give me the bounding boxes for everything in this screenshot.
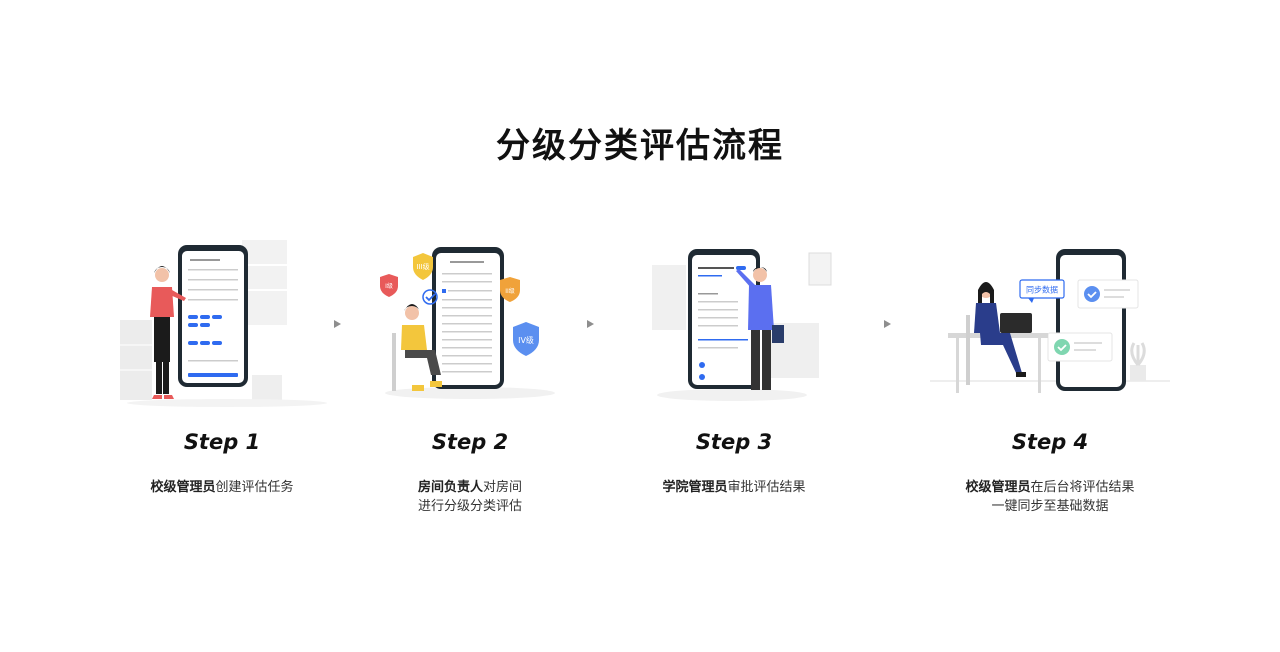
woman-at-desk xyxy=(948,282,1048,393)
man-figure xyxy=(736,267,784,390)
step-1-illustration xyxy=(102,235,342,410)
woman-figure xyxy=(150,266,186,399)
step-2-description: 房间负责人对房间 进行分级分类评估 xyxy=(350,478,590,516)
step-2-illustration: III级 I级 II级 IV级 xyxy=(350,235,590,410)
step-2-action: 对房间 xyxy=(483,480,523,495)
sync-bubble-text: 同步数据 xyxy=(1026,285,1058,295)
step-4-role: 校级管理员 xyxy=(965,480,1031,495)
step-4-illustration: 同步数据 xyxy=(930,235,1170,410)
step-4-action-line2: 一键同步至基础数据 xyxy=(991,499,1109,514)
phone-mockup xyxy=(688,249,760,389)
sync-bubble: 同步数据 xyxy=(1019,279,1065,303)
step-4-action: 在后台将评估结果 xyxy=(1030,480,1135,495)
step-3-action: 审批评估结果 xyxy=(727,480,806,495)
step-3-description: 学院管理员审批评估结果 xyxy=(614,478,854,497)
shield-icon: I级 xyxy=(380,274,398,297)
badge-level3: III级 xyxy=(416,262,429,271)
woman-figure xyxy=(392,304,442,391)
arrow-icon xyxy=(587,320,594,328)
phone-mockup xyxy=(178,245,248,387)
badge-level4: IV级 xyxy=(518,335,534,345)
step-2: III级 I级 II级 IV级 xyxy=(350,235,590,516)
arrow-icon xyxy=(334,320,341,328)
step-4-label: Step 4 xyxy=(1011,430,1089,454)
step-1-role: 校级管理员 xyxy=(150,480,216,495)
step-4: 同步数据 Step 4 校级管理员在后台将评估结果 xyxy=(930,235,1170,516)
check-icon xyxy=(422,289,438,305)
step-2-label: Step 2 xyxy=(431,430,509,454)
badge-level2: II级 xyxy=(505,287,515,295)
step-4-description: 校级管理员在后台将评估结果 一键同步至基础数据 xyxy=(930,478,1170,516)
step-1-label: Step 1 xyxy=(183,430,261,454)
card-done xyxy=(1047,332,1113,362)
badge-level1: I级 xyxy=(385,282,393,290)
step-1-description: 校级管理员创建评估任务 xyxy=(102,478,342,497)
step-3-label: Step 3 xyxy=(695,430,773,454)
phone-mockup xyxy=(1056,249,1126,391)
phone-mockup xyxy=(432,247,504,389)
step-3-illustration xyxy=(614,235,854,410)
shield-icon: IV级 xyxy=(513,322,539,356)
arrow-icon xyxy=(884,320,891,328)
step-1: Step 1 校级管理员创建评估任务 xyxy=(102,235,342,497)
card-synced xyxy=(1077,279,1139,309)
step-3-role: 学院管理员 xyxy=(662,480,728,495)
plant-icon xyxy=(1130,342,1146,381)
step-3: Step 3 学院管理员审批评估结果 xyxy=(614,235,854,497)
step-2-action-line2: 进行分级分类评估 xyxy=(417,499,522,514)
shield-icon: III级 xyxy=(413,253,433,280)
step-2-role: 房间负责人 xyxy=(417,480,483,495)
shield-icon: II级 xyxy=(500,277,520,302)
step-1-action: 创建评估任务 xyxy=(215,480,294,495)
page-title: 分级分类评估流程 xyxy=(496,126,784,166)
